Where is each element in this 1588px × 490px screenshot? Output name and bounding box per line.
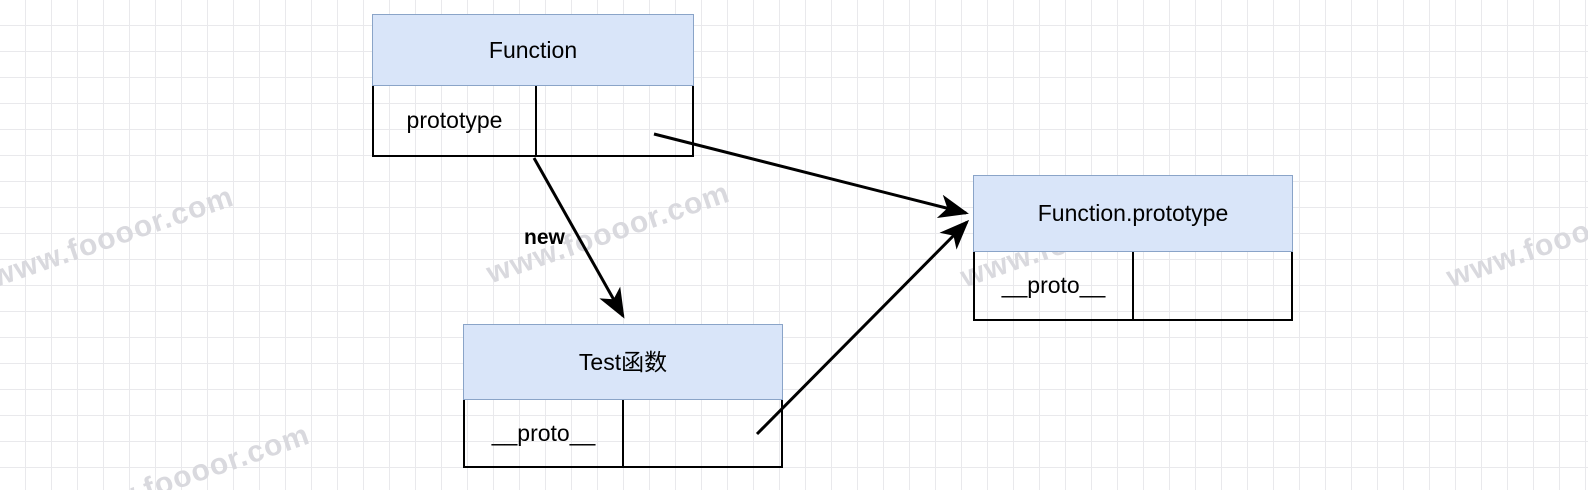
node-function-prototype-title: Function.prototype (973, 175, 1293, 252)
node-function-prototype-cell-proto[interactable]: __proto__ (975, 252, 1134, 319)
watermark: www.foooor.com (482, 176, 734, 291)
node-function-title: Function (372, 14, 694, 86)
node-test-cell-proto-value[interactable] (624, 400, 781, 466)
node-function[interactable]: Function prototype (372, 14, 694, 157)
node-function-cell-prototype-value[interactable] (537, 86, 692, 155)
node-function-prototype-cell-proto-value[interactable] (1134, 252, 1291, 319)
node-test-body: __proto__ (463, 400, 783, 468)
node-function-prototype[interactable]: Function.prototype __proto__ (973, 175, 1293, 321)
edge-test-proto-to-prototype (755, 219, 970, 436)
node-test[interactable]: Test函数 __proto__ (463, 324, 783, 468)
node-function-body: prototype (372, 86, 694, 157)
watermark: www.foooor.com (1442, 180, 1588, 295)
node-function-cell-prototype[interactable]: prototype (374, 86, 537, 155)
edge-function-to-prototype (653, 132, 969, 219)
watermark: www.foooor.com (62, 418, 314, 490)
edge-label-new: new (524, 226, 565, 249)
watermark: www.foooor.com (0, 180, 238, 295)
node-test-cell-proto[interactable]: __proto__ (465, 400, 624, 466)
node-function-prototype-body: __proto__ (973, 252, 1293, 321)
node-test-title: Test函数 (463, 324, 783, 400)
